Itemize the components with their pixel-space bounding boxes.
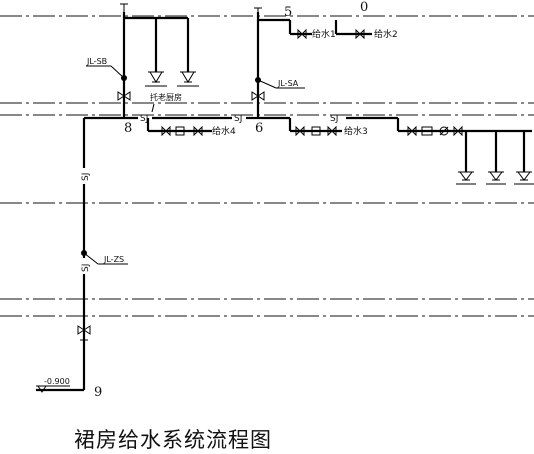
riser-jl-sb	[86, 3, 190, 118]
label-supply-3: 给水3	[344, 125, 368, 137]
axis-number-5: 5	[284, 5, 292, 20]
axis-number-9: 9	[94, 385, 102, 400]
right-fittings	[407, 125, 463, 137]
axis-number-8: 8	[124, 121, 132, 136]
axis-number-0: 0	[360, 0, 368, 15]
label-supply-4: 给水4	[212, 125, 236, 137]
label-kitchen: 托老厨房	[150, 92, 182, 102]
label-supply-1: 给水1	[312, 28, 336, 40]
label-sj-main: SJ	[234, 114, 242, 124]
label-sj-right: SJ	[330, 114, 338, 124]
label-sj-vertical-upper: SJ	[81, 173, 91, 181]
label-sj-vertical-lower: SJ	[81, 264, 91, 272]
main-supply-pipe	[82, 116, 262, 380]
label-elevation: -0.900	[44, 377, 70, 386]
label-jl-sb: JL-SB	[86, 57, 107, 66]
label-sj-left: SJ	[140, 114, 148, 124]
label-supply-2: 给水2	[374, 28, 398, 40]
branch-supply-4	[146, 118, 212, 137]
branch-supply-3	[262, 116, 532, 137]
label-jl-zs: JL-ZS	[103, 255, 124, 264]
label-jl-sa: JL-SA	[277, 79, 299, 88]
floor-grid-lines	[0, 15, 534, 317]
sprinkler-heads-left	[145, 71, 199, 87]
service-entry	[36, 380, 86, 393]
diagram-title: 裙房给水系统流程图	[74, 428, 272, 452]
riser-jl-zs	[77, 250, 128, 341]
sprinkler-heads-right	[456, 131, 534, 185]
axis-number-6: 6	[255, 121, 263, 136]
riser-jl-sa	[251, 7, 372, 118]
